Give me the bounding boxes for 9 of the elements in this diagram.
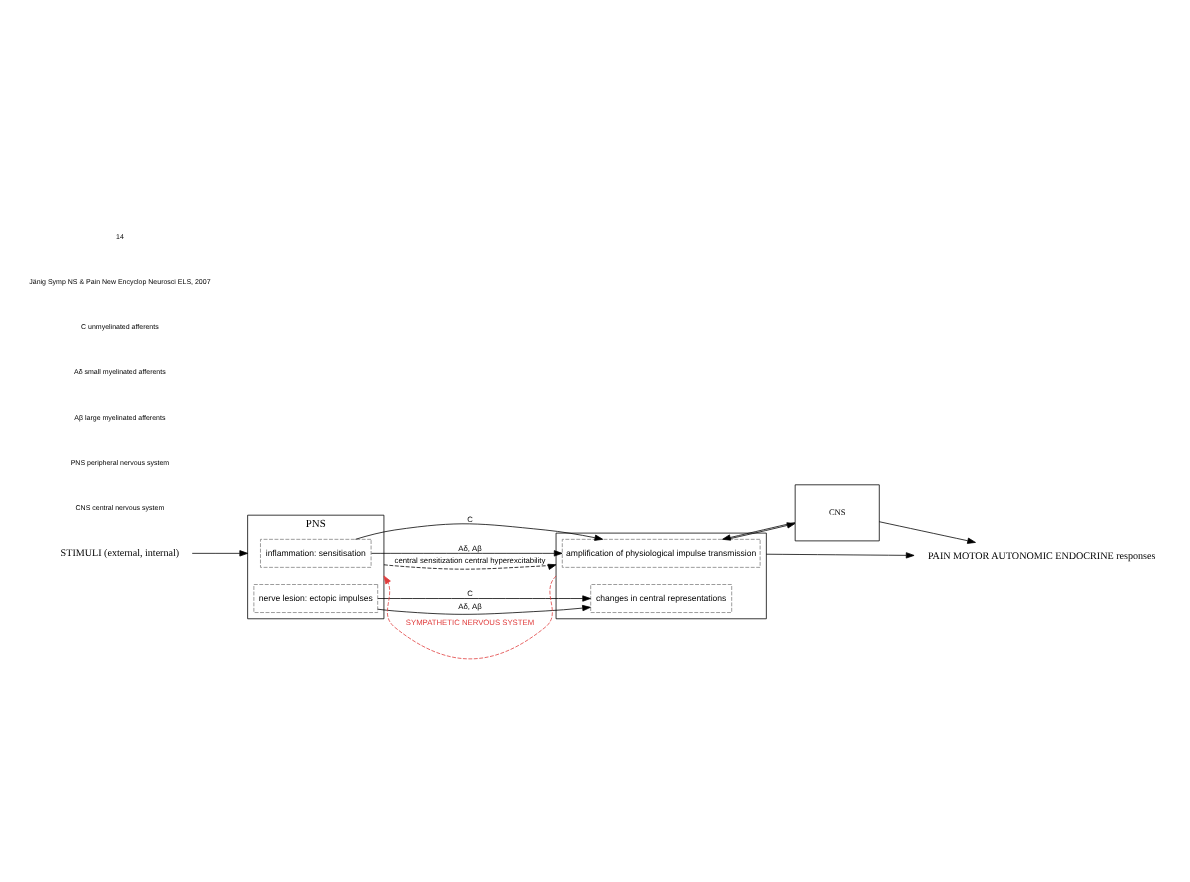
arrow: [765, 552, 915, 559]
arrow: [377, 595, 591, 602]
arrow: [191, 550, 248, 557]
arrow: [878, 521, 976, 544]
arrow: [371, 550, 563, 557]
arrow: [377, 605, 591, 615]
arrow: [383, 563, 557, 570]
arrow: [355, 523, 604, 541]
arrow: [383, 575, 557, 660]
